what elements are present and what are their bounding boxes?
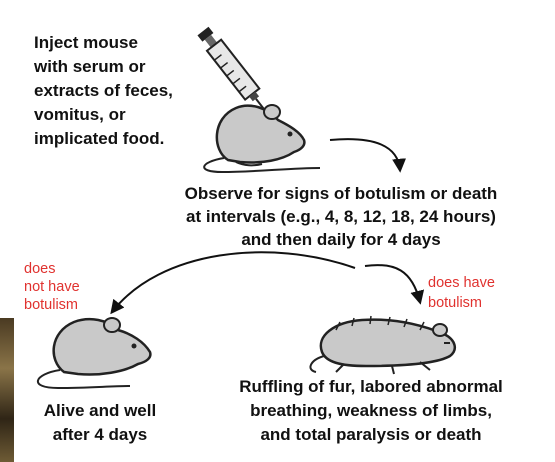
negative-branch-label: botulism (24, 296, 78, 314)
negative-branch-label: does (24, 260, 55, 278)
negative-branch-label: not have (24, 278, 80, 296)
positive-branch-label: does have (428, 274, 495, 292)
inject-step-line: extracts of feces, (34, 80, 173, 102)
positive-outcome-line: and total paralysis or death (196, 424, 546, 446)
observe-step-line: and then daily for 4 days (136, 229, 546, 251)
positive-outcome-line: breathing, weakness of limbs, (196, 400, 546, 422)
sick-mouse-icon (310, 316, 454, 374)
arrow-icon (365, 265, 420, 302)
negative-outcome-line: after 4 days (20, 424, 180, 446)
positive-branch-label: botulism (428, 294, 482, 312)
inject-step-line: implicated food. (34, 128, 164, 150)
arrow-icon (112, 252, 355, 312)
observe-step-line: at intervals (e.g., 4, 8, 12, 18, 24 hou… (136, 206, 546, 228)
inject-step-line: Inject mouse (34, 32, 138, 54)
arrow-icon (330, 139, 400, 170)
mouse-icon (204, 105, 320, 172)
positive-outcome-line: Ruffling of fur, labored abnormal (196, 376, 546, 398)
observe-step-line: Observe for signs of botulism or death (136, 183, 546, 205)
mouse-icon (38, 318, 150, 388)
inject-step-line: with serum or (34, 56, 145, 78)
negative-outcome-line: Alive and well (20, 400, 180, 422)
inject-step-line: vomitus, or (34, 104, 126, 126)
